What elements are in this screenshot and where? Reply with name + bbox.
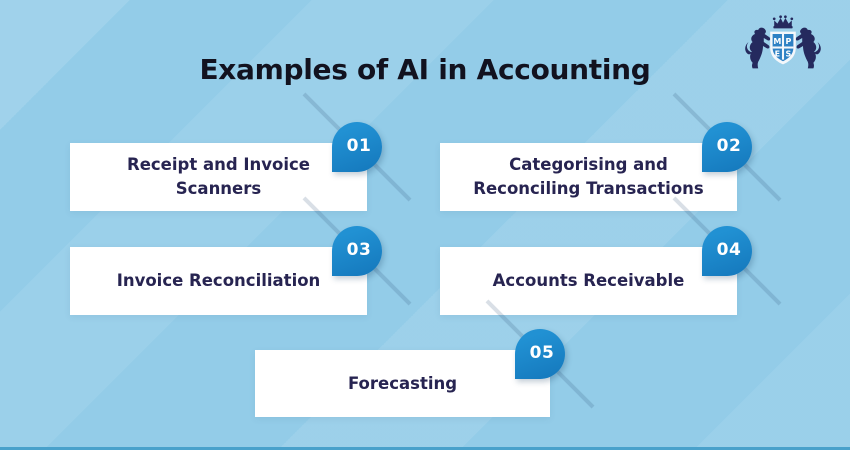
card-label: Categorising and Reconciling Transaction… bbox=[473, 155, 704, 198]
shield-icon: M P E S bbox=[770, 31, 796, 65]
badge-number-text: 04 bbox=[716, 240, 742, 260]
card-invoice-reconciliation: 03 Invoice Reconciliation bbox=[70, 196, 412, 315]
card-label: Accounts Receivable bbox=[492, 271, 685, 291]
card-receipt-and-invoice-scanners: 01 Receipt and Invoice Scanners bbox=[70, 92, 412, 211]
number-badge-04: 04 bbox=[702, 226, 752, 276]
number-badge-03: 03 bbox=[332, 226, 382, 276]
shield-letter-m: M bbox=[773, 37, 781, 46]
card-label: Receipt and Invoice Scanners bbox=[126, 155, 310, 198]
shield-letter-s: S bbox=[786, 49, 792, 58]
badge-number-text: 01 bbox=[346, 136, 372, 156]
shield-letter-p: P bbox=[786, 37, 792, 46]
lion-right-icon bbox=[795, 27, 821, 69]
number-badge-02: 02 bbox=[702, 122, 752, 172]
bottom-border-strip bbox=[0, 447, 850, 450]
lion-left-icon bbox=[745, 27, 771, 69]
crest-svg: M P E S bbox=[745, 15, 821, 69]
number-badge-05: 05 bbox=[515, 329, 565, 379]
badge-number-text: 02 bbox=[716, 136, 742, 156]
shield-letter-e: E bbox=[775, 49, 780, 58]
crown-icon bbox=[772, 15, 794, 29]
card-forecasting: 05 Forecasting bbox=[255, 299, 595, 417]
badge-number-text: 03 bbox=[346, 240, 372, 260]
page-title: Examples of AI in Accounting bbox=[199, 53, 651, 86]
mpes-crest-logo: M P E S bbox=[742, 14, 824, 78]
number-badge-01: 01 bbox=[332, 122, 382, 172]
card-label: Invoice Reconciliation bbox=[116, 271, 321, 291]
card-categorising-and-reconciling-transactions: 02 Categorising and Reconciling Transact… bbox=[440, 92, 782, 211]
badge-number-text: 05 bbox=[529, 343, 555, 363]
card-accounts-receivable: 04 Accounts Receivable bbox=[440, 196, 782, 315]
card-label: Forecasting bbox=[347, 373, 458, 393]
